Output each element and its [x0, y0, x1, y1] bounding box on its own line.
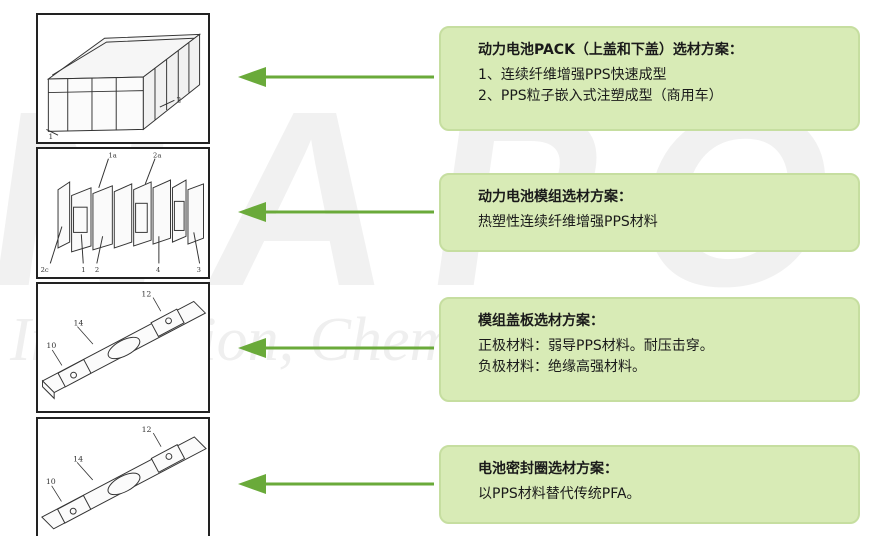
arrowhead-icon: [238, 67, 266, 87]
cover-label-12: 12: [141, 290, 151, 299]
arrowhead-icon: [238, 338, 266, 358]
module-label-2c: 2c: [41, 266, 49, 274]
seal-material-card: 电池密封圈选材方案： 以PPS材料替代传统PFA。: [439, 445, 860, 524]
pack-figure: 1 2: [36, 13, 210, 144]
arrowhead-icon: [238, 474, 266, 494]
seal-card-title: 电池密封圈选材方案：: [478, 461, 618, 477]
cover-label-14: 14: [74, 319, 84, 328]
module-card-title: 动力电池模组选材方案：: [478, 189, 632, 205]
module-label-4: 4: [156, 266, 160, 274]
cover-card-line-2: 负极材料：绝缘高强材料。: [478, 359, 646, 375]
module-label-2: 2: [95, 266, 99, 274]
pack-label-2: 2: [176, 95, 181, 104]
cover-figure: 12 14 10: [36, 282, 210, 413]
arrow-row-2: [238, 200, 434, 224]
module-figure: 1a 2a 2c 1 2 4 3: [36, 147, 210, 279]
seal-label-10: 10: [46, 477, 56, 486]
module-label-2a: 2a: [153, 152, 161, 160]
cover-drawing: 12 14 10: [41, 290, 207, 400]
cover-label-10: 10: [46, 341, 56, 350]
cover-material-card: 模组盖板选材方案： 正极材料：弱导PPS材料。耐压击穿。 负极材料：绝缘高强材料…: [439, 297, 860, 402]
seal-card-line-1: 以PPS材料替代传统PFA。: [478, 486, 641, 502]
pack-label-1: 1: [48, 132, 53, 141]
cover-card-line-1: 正极材料：弱导PPS材料。耐压击穿。: [478, 338, 714, 354]
arrow-row-1: [238, 65, 434, 89]
arrow-row-4: [238, 472, 434, 496]
pack-drawing: 1 2: [46, 33, 202, 141]
module-material-card: 动力电池模组选材方案： 热塑性连续纤维增强PPS材料: [439, 173, 860, 252]
module-card-line-1: 热塑性连续纤维增强PPS材料: [478, 214, 658, 230]
arrowhead-icon: [238, 202, 266, 222]
seal-label-14: 14: [73, 454, 83, 463]
arrow-row-3: [238, 336, 434, 360]
seal-drawing: 12 14 10: [41, 425, 207, 530]
seal-label-12: 12: [142, 425, 152, 434]
module-label-3: 3: [197, 266, 201, 274]
pack-material-card: 动力电池PACK（上盖和下盖）选材方案： 1、连续纤维增强PPS快速成型 2、P…: [439, 26, 860, 131]
pack-card-line-2: 2、PPS粒子嵌入式注塑成型（商用车）: [478, 88, 723, 104]
module-label-1: 1: [81, 266, 85, 274]
module-label-1a: 1a: [108, 152, 116, 160]
cover-card-title: 模组盖板选材方案：: [478, 313, 604, 329]
module-drawing: 1a 2a 2c 1 2 4 3: [41, 152, 204, 274]
seal-figure: 12 14 10: [36, 417, 210, 536]
pack-card-line-1: 1、连续纤维增强PPS快速成型: [478, 67, 667, 83]
pack-card-title: 动力电池PACK（上盖和下盖）选材方案：: [478, 42, 743, 58]
